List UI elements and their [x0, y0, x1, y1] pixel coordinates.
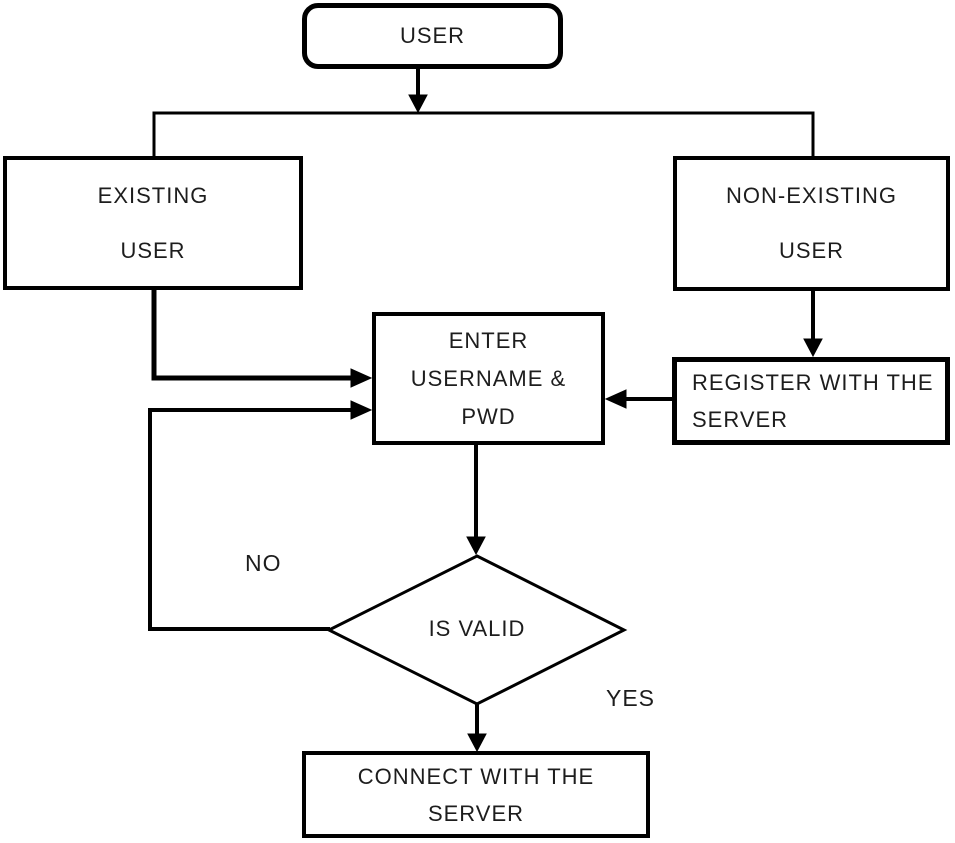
edge-isvalid-yes [467, 704, 487, 753]
node-user-label: USER [399, 23, 466, 48]
node-register-server: REGISTER WITH THE SERVER [672, 357, 950, 445]
arrowhead-down-icon [408, 94, 428, 114]
edge-register-to-enter [604, 389, 672, 409]
node-connect-server-line1: CONNECT WITH THE [357, 763, 595, 789]
node-user: USER [302, 3, 563, 69]
node-enter-credentials-line1: ENTER [448, 327, 529, 353]
node-non-existing-user-line2: USER [778, 238, 845, 264]
node-connect-server: CONNECT WITH THE SERVER [302, 751, 650, 838]
arrowhead-down-icon [466, 536, 486, 556]
edge-nonexisting-to-register [803, 291, 823, 358]
node-register-server-line2: SERVER [692, 407, 789, 432]
edge-existing-to-enter [151, 290, 373, 388]
node-enter-credentials: ENTER USERNAME & PWD [372, 312, 605, 445]
node-non-existing-user-line1: NON-EXISTING [726, 182, 897, 208]
node-is-valid-label: IS VALID [428, 616, 526, 641]
arrowhead-down-icon [803, 338, 823, 358]
edge-isvalid-no-loop [148, 400, 373, 631]
edge-user-to-branch [408, 69, 428, 114]
node-existing-user-line2: USER [120, 237, 186, 263]
node-connect-server-line2: SERVER [427, 800, 525, 826]
node-existing-user: EXISTING USER [3, 156, 303, 290]
node-register-server-line1: REGISTER WITH THE [692, 370, 934, 395]
node-enter-credentials-line2: USERNAME & [410, 365, 567, 391]
node-existing-user-line1: EXISTING [97, 182, 209, 208]
edge-label-yes: YES [606, 685, 656, 711]
edge-enter-to-isvalid [466, 445, 486, 556]
node-non-existing-user: NON-EXISTING USER [673, 156, 950, 291]
arrowhead-down-icon [467, 733, 487, 753]
arrowhead-left-icon [604, 389, 627, 409]
node-enter-credentials-line3: PWD [461, 403, 516, 429]
arrowhead-right-icon [350, 400, 373, 420]
edge-label-no: NO [245, 550, 282, 576]
node-is-valid-shape [325, 554, 628, 706]
edge-branch-split [152, 111, 815, 156]
arrowhead-right-icon [350, 368, 373, 388]
